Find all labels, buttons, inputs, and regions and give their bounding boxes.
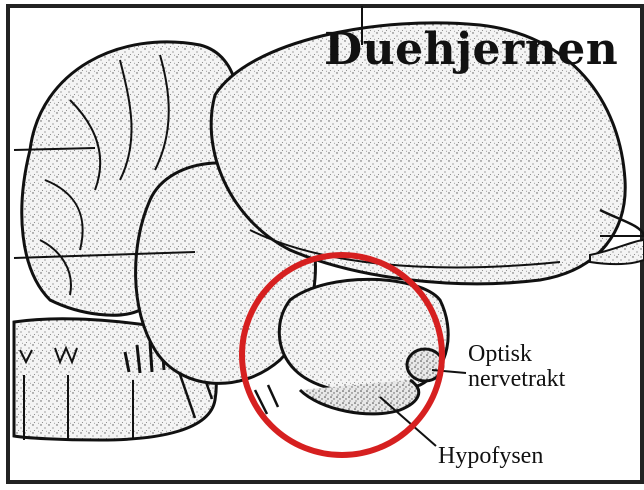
label-hypophysis: Hypofysen [438, 444, 543, 469]
diagram-title: Duehjernen [324, 28, 618, 72]
label-optic-line2: nervetrakt [468, 367, 565, 392]
label-optic-nerve-tract: Optisk nervetrakt [468, 342, 565, 392]
label-optic-line1: Optisk [468, 342, 565, 367]
